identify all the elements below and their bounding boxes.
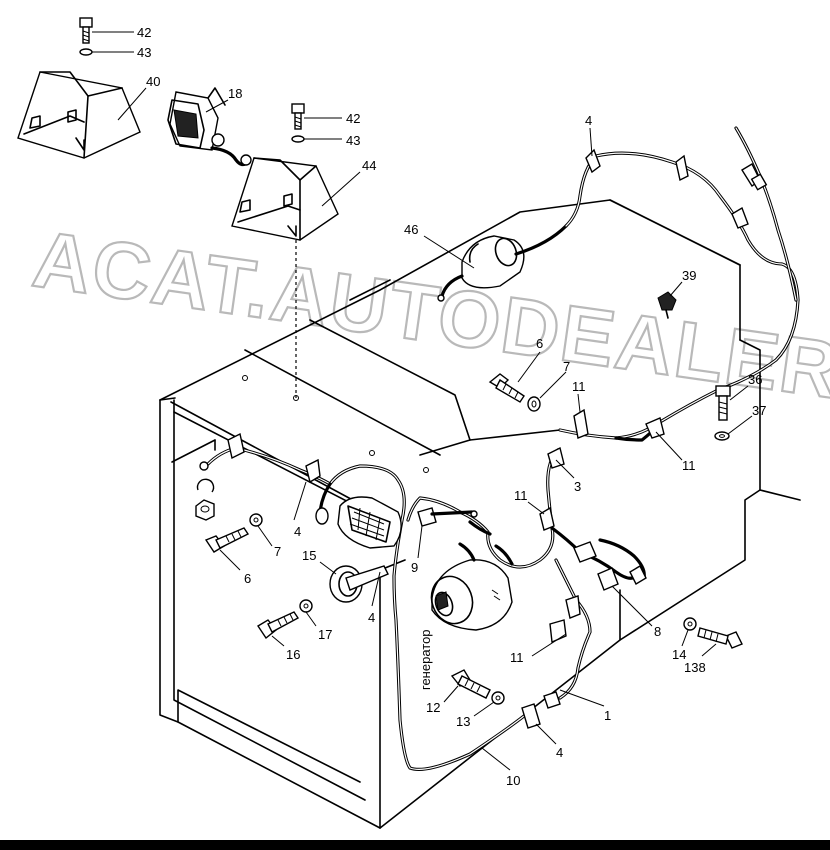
connector-9 bbox=[417, 507, 478, 527]
callout-17: 17 bbox=[318, 627, 332, 642]
callout-11-a: 11 bbox=[572, 379, 586, 394]
watermark: ACAT.AUTODEALER.RU bbox=[28, 214, 830, 435]
callout-42-top: 42 bbox=[137, 25, 151, 40]
clamps-11 bbox=[539, 408, 665, 644]
bolt-16 bbox=[257, 611, 300, 640]
callout-11-b: 11 bbox=[682, 458, 696, 473]
callout-1: 1 bbox=[604, 708, 611, 723]
relay-8 bbox=[573, 541, 647, 591]
callout-44: 44 bbox=[362, 158, 376, 173]
engine-hood bbox=[159, 199, 801, 829]
lamp-guard-bracket-40 bbox=[17, 71, 141, 159]
bolt-6-left bbox=[204, 527, 250, 553]
callout-11-d: 11 bbox=[510, 650, 524, 665]
callout-3: 3 bbox=[574, 479, 581, 494]
washer-7-left bbox=[249, 513, 263, 527]
callout-42-mid: 42 bbox=[346, 111, 360, 126]
bolt-12 bbox=[450, 669, 491, 699]
washer-13 bbox=[491, 691, 505, 705]
callout-11-c: 11 bbox=[514, 488, 528, 503]
callout-12: 12 bbox=[426, 700, 440, 715]
callout-8: 8 bbox=[654, 624, 661, 639]
lamp-guard-bracket-44 bbox=[231, 157, 339, 241]
callout-43-top: 43 bbox=[137, 45, 151, 60]
callout-43-mid: 43 bbox=[346, 133, 360, 148]
callout-13: 13 bbox=[456, 714, 470, 729]
callout-16: 16 bbox=[286, 647, 300, 662]
washer-43-top bbox=[79, 48, 93, 56]
work-lamp-18 bbox=[167, 87, 252, 167]
bolt-138 bbox=[697, 627, 743, 649]
callout-18: 18 bbox=[228, 86, 242, 101]
callout-6-top: 6 bbox=[536, 336, 543, 351]
washer-7-top bbox=[527, 396, 541, 412]
washer-43-mid bbox=[291, 135, 305, 143]
callouts: 42 43 40 18 42 43 44 4 46 39 6 7 bbox=[92, 25, 766, 788]
washer-17 bbox=[299, 599, 313, 613]
mounting-holes bbox=[242, 375, 429, 473]
clamp-4-bottom bbox=[521, 703, 541, 729]
callout-14: 14 bbox=[672, 647, 686, 662]
clip-and-nut bbox=[195, 478, 215, 521]
sensor-39 bbox=[657, 291, 677, 319]
generator bbox=[430, 542, 513, 631]
middle-harness bbox=[406, 422, 662, 700]
generator-label: генератор bbox=[418, 629, 433, 690]
callout-7-left: 7 bbox=[274, 544, 281, 559]
callout-9: 9 bbox=[411, 560, 418, 575]
callout-39: 39 bbox=[682, 268, 696, 283]
rear-light-4 bbox=[315, 496, 402, 549]
callout-36: 36 bbox=[748, 372, 762, 387]
washer-37 bbox=[714, 431, 730, 441]
callout-4-left: 4 bbox=[294, 524, 301, 539]
bolt-42-mid bbox=[291, 103, 305, 130]
callout-15: 15 bbox=[302, 548, 316, 563]
upper-harness-4 bbox=[564, 126, 800, 440]
callout-46: 46 bbox=[404, 222, 418, 237]
callout-37: 37 bbox=[752, 403, 766, 418]
callout-6-left: 6 bbox=[244, 571, 251, 586]
callout-7-top: 7 bbox=[563, 359, 570, 374]
condenser-46 bbox=[437, 224, 568, 302]
callout-4-bottom: 4 bbox=[556, 745, 563, 760]
horn-15 bbox=[329, 565, 389, 603]
connector-1 bbox=[543, 691, 561, 709]
callout-40: 40 bbox=[146, 74, 160, 89]
callout-138: 138 bbox=[684, 660, 706, 675]
bolt-6-top bbox=[488, 373, 525, 403]
bolt-36 bbox=[715, 385, 731, 421]
callout-4-top: 4 bbox=[585, 113, 592, 128]
washer-14 bbox=[683, 617, 697, 631]
bolt-42-top bbox=[79, 17, 93, 44]
callout-4-mid: 4 bbox=[368, 610, 375, 625]
callout-10: 10 bbox=[506, 773, 520, 788]
bottom-rule bbox=[0, 840, 830, 850]
